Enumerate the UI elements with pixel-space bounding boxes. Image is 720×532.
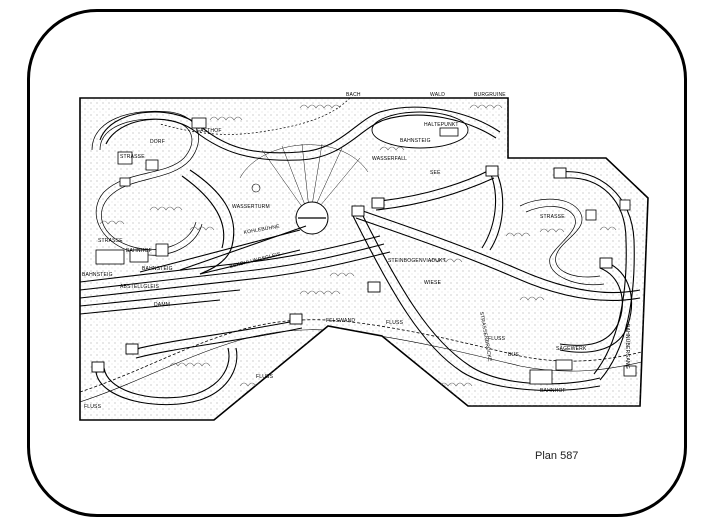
label-wasserfall: WASSERFALL [372, 156, 407, 162]
water-tower [251, 183, 261, 193]
label-burgruine: BURGRUINE [474, 92, 506, 98]
label-strasse-2: STRASSE [98, 238, 123, 244]
label-bahnsteig-top: BAHNSTEIG [400, 138, 431, 144]
mainline-diagonal [351, 169, 641, 391]
upper-loop [99, 106, 501, 275]
buildings [95, 117, 637, 385]
label-fluss-2: FLUSS [256, 374, 274, 380]
label-wiese: WIESE [424, 280, 442, 286]
label-bahnuebergang: BAHNÜBERGANG [624, 324, 631, 369]
label-fluss-1: FLUSS [84, 404, 102, 410]
label-damm: DAMM [154, 302, 170, 308]
label-strasse-3: STRASSE [540, 214, 565, 220]
label-steinbogenviadukt: STEINBOGENVIADUKT [388, 258, 446, 264]
label-bus: BUS [508, 352, 519, 358]
trees [99, 104, 617, 387]
label-strasse-1: STRASSE [120, 154, 145, 160]
label-see: SEE [430, 170, 441, 176]
label-fluss-3: FLUSS [386, 320, 404, 326]
label-gasthof: GASTHOF [196, 128, 222, 134]
label-dorf: DORF [150, 139, 165, 145]
label-abstellgleis: ABSTELLGLEIS [120, 284, 160, 290]
lake [371, 111, 469, 149]
label-fluss-4: FLUSS [488, 336, 506, 342]
label-bahnsteig-left: BAHNSTEIG [82, 272, 113, 278]
label-wasserturm: WASSERTURM [232, 204, 270, 210]
label-bahnhof: BAHNHOF [126, 248, 152, 254]
label-saegewerk: SÄGEWERK [556, 345, 587, 352]
right-loop [481, 171, 635, 381]
lower-left-loop [95, 319, 303, 406]
label-bahnsteig-station: BAHNSTEIG [142, 266, 173, 272]
plan-caption: Plan 587 [535, 450, 579, 462]
station-tracks [80, 225, 391, 315]
label-haltepunkt: HALTEPUNKT [424, 122, 459, 128]
label-wald: WALD [430, 92, 445, 98]
label-bach: BACH [346, 92, 361, 98]
brook [159, 98, 351, 135]
tunnel-portals [91, 165, 613, 373]
label-felswand: FELSWAND [326, 318, 355, 324]
terrain-texture [80, 98, 648, 420]
label-bahnhof-right: BAHNHOF [540, 388, 566, 394]
